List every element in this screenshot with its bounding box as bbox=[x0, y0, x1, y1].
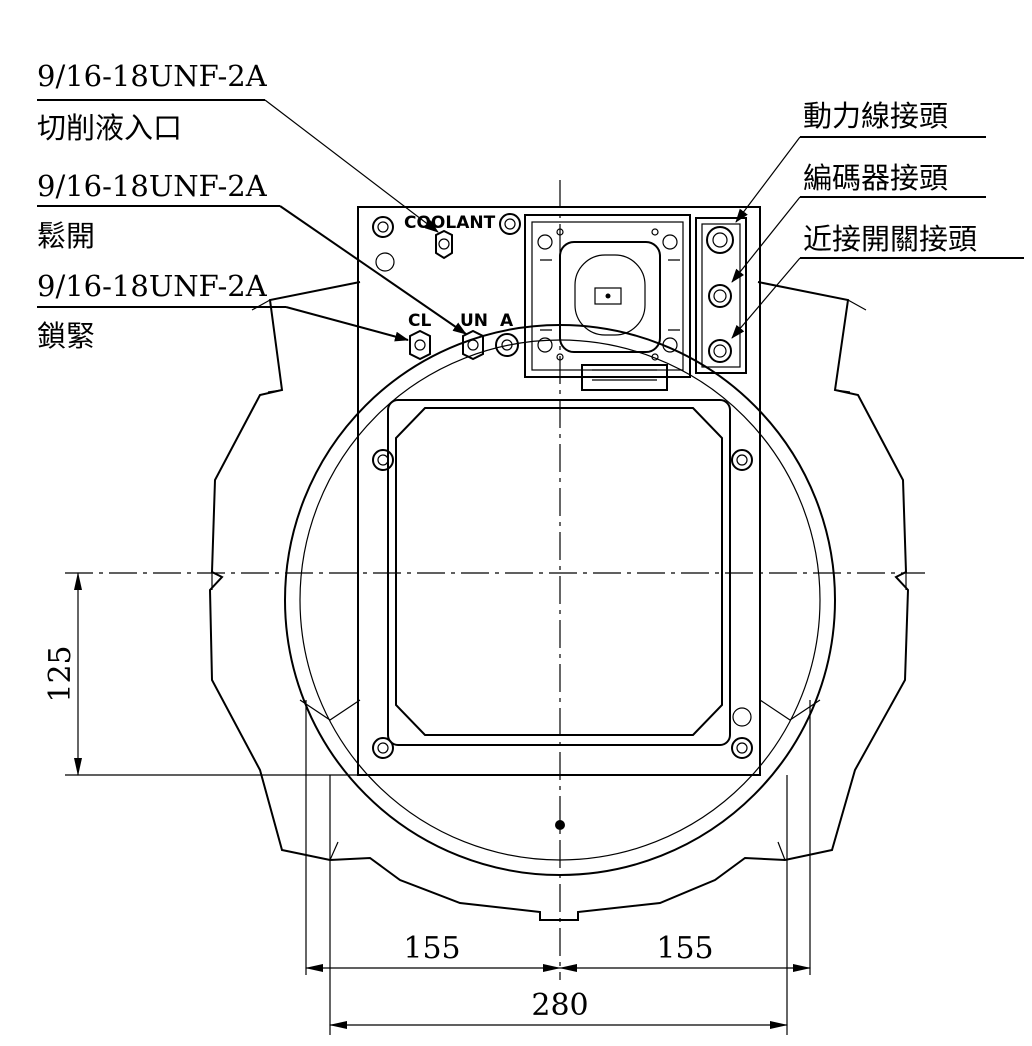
callout-clamp-name: 鎖緊 bbox=[37, 319, 95, 353]
dimension-125: 125 bbox=[43, 572, 360, 776]
callout-proximity-connector: 近接開關接頭 bbox=[731, 222, 1024, 339]
callout-unclamp: 9/16-18UNF-2A 鬆開 bbox=[37, 169, 467, 335]
connector-block bbox=[695, 217, 747, 374]
callout-clamp-spec: 9/16-18UNF-2A bbox=[37, 269, 268, 303]
dimension-155-right-label: 155 bbox=[656, 931, 713, 966]
panel-label-a: A bbox=[500, 311, 514, 331]
callout-clamp: 9/16-18UNF-2A 鎖緊 bbox=[37, 269, 409, 353]
main-body bbox=[357, 206, 761, 776]
panel-label-un: UN bbox=[460, 311, 488, 331]
housing-outline bbox=[208, 281, 910, 921]
callout-coolant-name: 切削液入口 bbox=[37, 111, 182, 145]
clamp-port-fitting bbox=[409, 329, 431, 361]
dimension-125-label: 125 bbox=[43, 645, 78, 702]
callout-power-name: 動力線接頭 bbox=[803, 99, 948, 133]
coolant-port-fitting bbox=[435, 229, 453, 260]
a-port-fitting bbox=[495, 333, 519, 357]
callout-proximity-name: 近接開關接頭 bbox=[803, 222, 977, 256]
dimension-280-label: 280 bbox=[531, 988, 588, 1023]
motor-block bbox=[524, 214, 691, 391]
callout-coolant-spec: 9/16-18UNF-2A bbox=[37, 59, 268, 93]
panel-label-cl: CL bbox=[408, 311, 431, 331]
callout-unclamp-spec: 9/16-18UNF-2A bbox=[37, 169, 268, 203]
cover-plate-inner bbox=[395, 407, 723, 736]
body-bolts bbox=[372, 213, 753, 759]
callout-encoder-connector: 編碼器接頭 bbox=[731, 161, 986, 283]
dimension-horizontal: 155 155 280 bbox=[305, 700, 811, 1035]
callout-unclamp-name: 鬆開 bbox=[37, 219, 95, 253]
callout-coolant-inlet: 9/16-18UNF-2A 切削液入口 bbox=[37, 59, 439, 233]
callout-encoder-name: 編碼器接頭 bbox=[803, 161, 948, 195]
dimension-155-left-label: 155 bbox=[403, 931, 460, 966]
unclamp-port-fitting bbox=[462, 329, 484, 361]
index-mark bbox=[555, 820, 565, 830]
callout-power-connector: 動力線接頭 bbox=[735, 99, 986, 223]
